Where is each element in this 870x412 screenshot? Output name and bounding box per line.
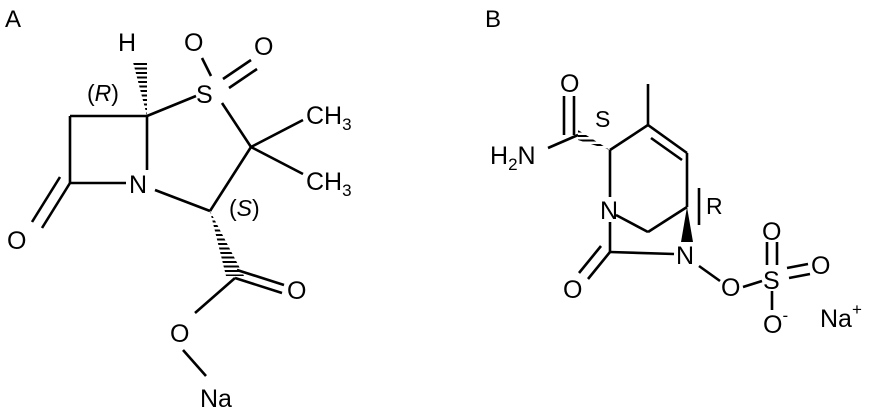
bond-b-s-oright <box>786 262 809 270</box>
atom-b-s-sulfate: S <box>763 267 780 295</box>
atom-a-o-lactam: O <box>7 227 26 255</box>
bond-b-cu-o-b <box>577 245 603 274</box>
hash-wedge-a-c7-h <box>133 62 147 116</box>
atom-a-o-sulfone-1: O <box>184 29 203 57</box>
bond-b-s-oright-b <box>788 272 811 280</box>
bond-b-c3-c4-b <box>650 136 683 162</box>
atom-b-h2n: H2N <box>490 142 536 174</box>
bond-a-oester-na <box>182 349 207 377</box>
panel-label-b: B <box>485 6 501 33</box>
stereo-label-a-s: (S) <box>229 195 260 221</box>
stereo-label-b-s: S <box>595 106 610 132</box>
bond-a-c8-o-2 <box>30 176 62 223</box>
atom-b-o-right: O <box>811 252 830 280</box>
structure-a: H S O O N O O O Na CH3 CH3 (R) (S) <box>7 29 352 412</box>
atom-a-na: Na <box>200 385 232 412</box>
bond-b-n-ch2 <box>615 213 649 234</box>
atom-b-o-link: O <box>721 274 740 302</box>
bond-a-s-o2-b <box>228 67 258 90</box>
bond-b-nright-o <box>698 264 721 283</box>
structure-b: H2N O N N O O S O O O- Na+ S R <box>490 70 862 339</box>
atom-a-ch3-bottom: CH3 <box>306 168 352 200</box>
bond-b-c2-c3 <box>609 123 649 152</box>
bond-a-cooc-oester <box>194 277 236 314</box>
bond-a-c8-o-1 <box>40 182 72 229</box>
bond-a-cooc-o <box>234 276 283 295</box>
structure-b-bonds <box>547 84 811 310</box>
bond-b-ch2-c5 <box>647 205 688 234</box>
panel-label-a: A <box>5 6 21 33</box>
bond-a-s-o1 <box>200 57 213 77</box>
bond-b-o-s <box>742 279 763 289</box>
bond-b-c3-c4 <box>647 123 688 155</box>
bond-a-c2-ch3-top <box>250 118 304 149</box>
bond-b-cu-nright <box>609 250 675 256</box>
atom-a-o-ester: O <box>170 320 189 348</box>
hash-wedge-b-c2-amide <box>578 130 610 150</box>
atom-b-n-ring: N <box>600 197 618 225</box>
structure-a-bonds <box>30 57 304 377</box>
stereo-label-a-r: (R) <box>87 80 119 106</box>
atom-b-n-right: N <box>676 242 694 270</box>
atom-a-o-sulfone-2: O <box>254 33 273 61</box>
stereo-label-b-r: R <box>706 193 723 219</box>
bond-a-s-c2 <box>220 102 253 148</box>
bond-a-c2-c3 <box>208 146 253 212</box>
atom-a-o-carbonyl: O <box>287 277 306 305</box>
atom-b-o-urea: O <box>563 276 582 304</box>
hash-wedge-a-c3-coo <box>210 211 244 276</box>
wedge-b-c5-n <box>681 207 693 242</box>
atom-a-h: H <box>118 29 136 57</box>
atom-b-o-top: O <box>762 218 781 246</box>
bond-a-n-c3 <box>154 188 211 213</box>
atom-a-n: N <box>129 171 147 199</box>
atom-a-s: S <box>196 81 213 109</box>
atom-b-o-minus: O- <box>763 306 788 339</box>
bond-b-cu-o <box>586 251 612 280</box>
atom-b-o-amide: O <box>560 70 579 98</box>
atom-a-ch3-top: CH3 <box>306 102 352 134</box>
bond-a-cooc-o-b <box>236 268 285 287</box>
bond-b-amide-n-c <box>547 133 579 150</box>
bond-a-s-o2 <box>222 58 252 81</box>
bond-a-c7-s <box>146 94 197 118</box>
bond-a-c2-ch3-bottom <box>250 145 304 176</box>
atom-b-na-plus: Na+ <box>820 300 862 333</box>
